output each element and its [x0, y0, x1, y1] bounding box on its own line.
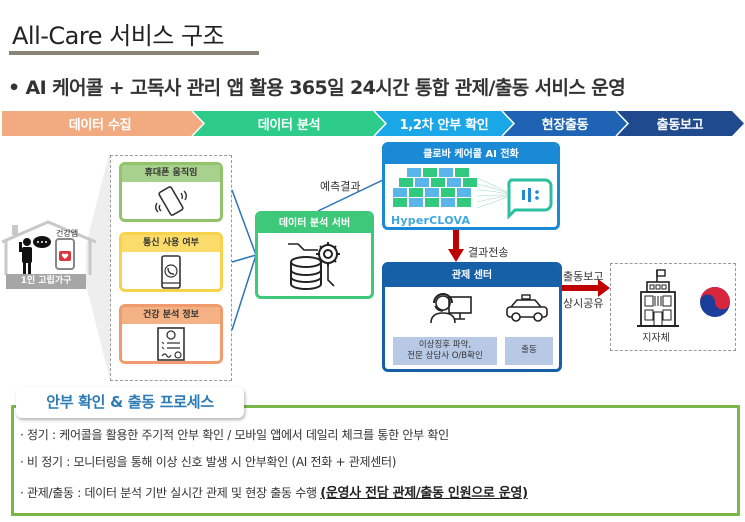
phone-call-icon	[161, 255, 181, 289]
source-label: 건강 분석 정보	[122, 307, 220, 324]
local-government-box: 지자체	[610, 263, 736, 351]
operator-headset-icon	[430, 293, 472, 324]
page-title: All-Care 서비스 구조	[12, 22, 225, 50]
house-icon	[1, 220, 97, 275]
process-emphasis: (운영사 전담 관제/출동 인원으로 운영)	[320, 486, 528, 501]
always-share-label: 상시공유	[563, 297, 604, 310]
process-chevron-bar: 데이터 수집 데이터 분석 1,2차 안부 확인 현장출동 출동보고	[2, 111, 744, 136]
process-line-dispatch: · 관제/출동 : 데이터 분석 기반 실시간 관제 및 현장 출동 수행 (운…	[20, 486, 528, 501]
household-label: 1인 고립가구	[6, 274, 86, 289]
process-description-box	[11, 405, 740, 516]
health-report-icon	[157, 327, 185, 361]
database-gear-icon	[287, 242, 340, 290]
source-card-call-usage: 통신 사용 여부	[119, 232, 223, 292]
process-line-irregular: · 비 정기 : 모니터링을 통해 이상 신호 발생 시 안부확인 (AI 전화…	[20, 455, 397, 469]
step-data-analysis: 데이터 분석	[257, 118, 321, 133]
source-card-phone-motion: 휴대폰 움직임	[119, 162, 223, 222]
data-collection-box: 휴대폰 움직임 통신 사용 여부 건강 분석 정보	[110, 155, 232, 381]
source-label: 휴대폰 움직임	[122, 165, 220, 182]
control-center-title: 관제 센터	[385, 265, 559, 287]
source-label: 통신 사용 여부	[122, 235, 220, 252]
hyperclova-brand: HyperCLOVA	[391, 214, 471, 227]
result-send-label: 결과전송	[468, 246, 509, 259]
hyperclova-graphic	[393, 168, 553, 220]
patrol-car-icon	[506, 294, 548, 322]
title-underline	[9, 51, 259, 55]
control-center-box: 관제 센터 이상징후 파악, 전문 상담사 O/B확인 출동	[382, 262, 562, 372]
local-government-label: 지자체	[642, 333, 670, 344]
control-center-icons	[430, 293, 548, 324]
step-dispatch-report: 출동보고	[656, 118, 704, 133]
house-illustration	[0, 220, 98, 290]
source-card-health-info: 건강 분석 정보	[119, 304, 223, 364]
funnel-shape	[86, 150, 110, 380]
data-analysis-server: 데이터 분석 서버	[255, 211, 374, 299]
step-safety-check: 1,2차 안부 확인	[399, 118, 489, 133]
step-field-dispatch: 현장출동	[541, 118, 589, 133]
clova-title: 클로바 케어콜 AI 전화	[385, 145, 557, 164]
taegeuk-emblem	[700, 287, 730, 317]
task-dispatch: 출동	[505, 337, 553, 365]
step-data-collection: 데이터 수집	[68, 118, 132, 133]
process-title-tab: 안부 확인 & 출동 프로세스	[16, 387, 244, 418]
server-title: 데이터 분석 서버	[258, 214, 371, 233]
dispatch-report-label: 출동보고	[563, 270, 604, 283]
task-anomaly-check: 이상징후 파악, 전문 상담사 O/B확인	[393, 337, 497, 365]
vibrating-phone-icon	[155, 186, 187, 216]
process-line-regular: · 정기 : 케어콜을 활용한 주기적 안부 확인 / 모바일 앱에서 데일리 …	[20, 428, 449, 442]
page-subtitle: • AI 케어콜 + 고독사 관리 앱 활용 365일 24시간 통합 관제/출…	[8, 77, 626, 99]
chevron-shapes	[2, 111, 744, 136]
clova-ai-call-box: 클로바 케어콜 AI 전화 HyperCLOVA	[382, 142, 560, 230]
prediction-result-label: 예측결과	[320, 180, 361, 193]
government-building-icon	[637, 269, 730, 327]
health-app-label: 건강앱	[56, 229, 79, 238]
